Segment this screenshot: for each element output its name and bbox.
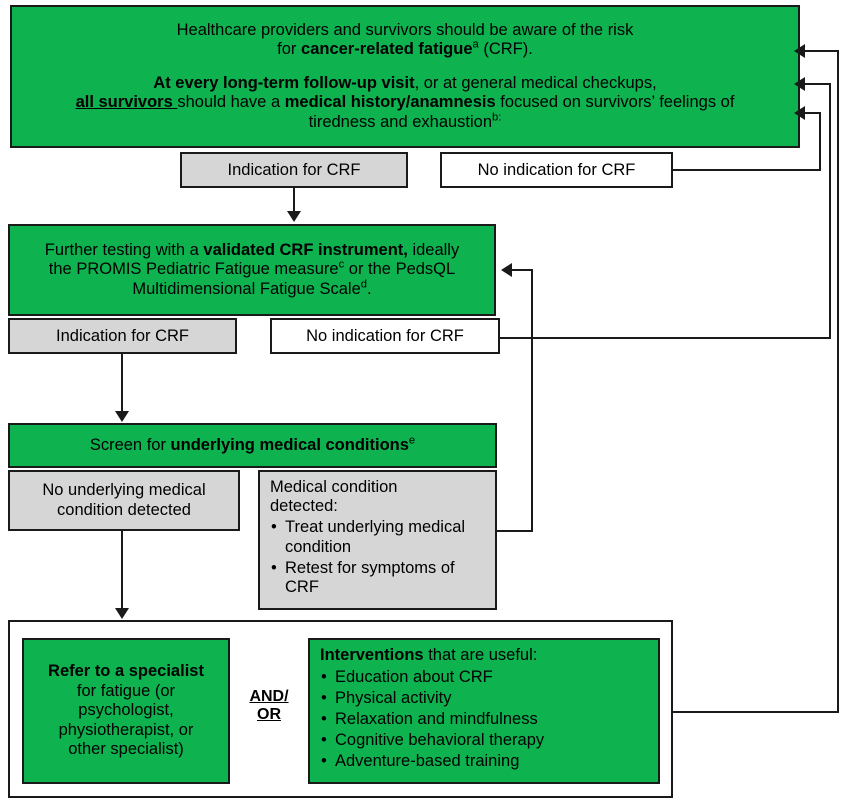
node-indication-for-crf-2: Indication for CRF (8, 318, 237, 354)
arrowhead-left-to-awareness-3 (794, 106, 805, 120)
further-testing-line-1-bold: validated CRF instrument, (203, 240, 408, 259)
connector-noindication2-return (805, 83, 831, 85)
further-testing-footnote-d: d (360, 278, 368, 291)
awareness-line-2-pre: for (277, 40, 302, 59)
node-no-underlying-condition: No underlying medical condition detected (8, 470, 240, 531)
refer-line-5: other specialist) (68, 740, 184, 759)
connector-condition-right-segment (497, 530, 533, 532)
awareness-line-4-bold2: medical history/anamnesis (284, 93, 496, 112)
connector-management-right (673, 711, 839, 713)
arrowhead-down-to-screen (115, 411, 129, 422)
awareness-line-2: for cancer-related fatiguea (CRF). (26, 38, 784, 59)
and-or-line-2-text: OR (257, 706, 281, 724)
node-no-indication-for-crf-1: No indication for CRF (440, 152, 673, 188)
awareness-line-2-post: (CRF). (478, 40, 533, 59)
node-awareness: Healthcare providers and survivors shoul… (10, 5, 800, 148)
node-further-testing: Further testing with a validated CRF ins… (8, 224, 496, 316)
refer-bold-line: Refer to a specialist (32, 662, 220, 681)
connector-noindication2-right (500, 337, 831, 339)
and-or-connector: AND/ OR (238, 688, 300, 725)
arrowhead-down-to-management (115, 608, 129, 619)
node-refer-to-specialist: Refer to a specialist for fatigue (or ps… (22, 638, 230, 784)
awareness-line-2-bold: cancer-related fatigue (301, 40, 473, 59)
no-condition-line-2: condition detected (57, 500, 191, 519)
node-medical-condition-detected: Medical condition detected: Treat underl… (258, 470, 497, 610)
condition-detected-line-1: Medical condition (270, 478, 398, 496)
further-testing-line-2: the PROMIS Pediatric Fatigue measurec or… (20, 258, 484, 279)
no-indication-2-label: No indication for CRF (306, 326, 464, 345)
screen-bold: underlying medical conditions (170, 436, 409, 454)
node-screen-underlying-conditions: Screen for underlying medical conditions… (8, 423, 497, 468)
indication-1-label: Indication for CRF (227, 160, 361, 179)
connector-indication1-to-testing (293, 188, 295, 213)
connector-noindication1-vertical (819, 112, 821, 171)
refer-bold-text: Refer to a specialist (48, 662, 204, 681)
awareness-line-5-text: tiredness and exhaustion (308, 112, 493, 131)
arrowhead-left-to-awareness-1 (794, 44, 805, 58)
node-indication-for-crf-1: Indication for CRF (180, 152, 408, 188)
awareness-line-3: At every long-term follow-up visit, or a… (26, 74, 784, 93)
interventions-bullet-list: Education about CRF Physical activity Re… (320, 667, 648, 772)
further-testing-line-3-text: Multidimensional Fatigue Scale (132, 279, 361, 298)
awareness-line-4-mid: should have a (177, 93, 285, 112)
and-or-line-1: AND/ (238, 688, 300, 706)
awareness-line-3-bold: At every long-term follow-up visit (153, 73, 415, 92)
list-item: Treat underlying medical condition (270, 518, 485, 558)
list-item: Education about CRF (320, 668, 648, 688)
connector-nocondition-to-management (121, 531, 123, 609)
further-testing-footnote-c: c (338, 258, 345, 271)
awareness-footnote-a: a (472, 38, 479, 51)
condition-detected-bullet-list: Treat underlying medical condition Retes… (270, 517, 485, 599)
screen-pre: Screen for (89, 436, 171, 454)
no-condition-line-1: No underlying medical (42, 481, 206, 500)
connector-noindication1-return (805, 112, 821, 114)
awareness-spacer (26, 60, 784, 74)
list-item: Cognitive behavioral therapy (320, 731, 648, 751)
further-testing-line-1: Further testing with a validated CRF ins… (20, 241, 484, 260)
awareness-footnote-b: b: (492, 111, 502, 124)
connector-management-vertical (837, 50, 839, 713)
list-item: Retest for symptoms of CRF (270, 559, 485, 599)
awareness-line-1: Healthcare providers and survivors shoul… (176, 20, 634, 39)
awareness-line-4-post: focused on survivors’ feelings of (495, 93, 735, 112)
node-no-indication-for-crf-2: No indication for CRF (270, 318, 500, 354)
awareness-line-4: all survivors should have a medical hist… (26, 93, 784, 112)
further-testing-line-3: Multidimensional Fatigue Scaled. (20, 278, 484, 299)
awareness-line-3-post: , or at general medical checkups, (414, 73, 657, 92)
arrowhead-left-to-awareness-2 (794, 77, 805, 91)
arrowhead-down-to-testing (287, 211, 301, 222)
further-testing-line-1-post: ideally (407, 240, 460, 259)
awareness-line-5: tiredness and exhaustionb: (26, 111, 784, 132)
further-testing-line-1-pre: Further testing with a (44, 240, 204, 259)
awareness-line-4-bold-underline: all survivors (75, 93, 178, 112)
interventions-heading-bold: Interventions (320, 646, 424, 664)
interventions-heading-rest: that are useful: (423, 646, 538, 664)
connector-condition-vertical-segment (531, 269, 533, 532)
further-testing-line-3-post: . (367, 279, 372, 298)
list-item: Physical activity (320, 689, 648, 709)
node-interventions: Interventions that are useful: Education… (308, 638, 660, 784)
connector-noindication2-vertical (829, 83, 831, 339)
screen-label: Screen for underlying medical conditions… (10, 434, 495, 455)
refer-line-2: for fatigue (or (76, 681, 176, 700)
condition-detected-line-2: detected: (270, 497, 338, 516)
and-or-line-1-text: AND/ (249, 688, 289, 705)
further-testing-line-2-post: or the PedsQL (344, 260, 456, 279)
no-indication-1-label: No indication for CRF (477, 160, 636, 179)
list-item: Adventure-based training (320, 752, 648, 772)
refer-line-3: psychologist, (78, 701, 174, 720)
further-testing-line-2-text: the PROMIS Pediatric Fatigue measure (48, 260, 339, 279)
connector-indication2-to-screen (121, 354, 123, 412)
indication-2-label: Indication for CRF (56, 326, 189, 345)
and-or-line-2: OR (238, 706, 300, 724)
connector-noindication1-right (673, 169, 821, 171)
connector-management-return (805, 50, 839, 52)
list-item: Relaxation and mindfulness (320, 710, 648, 730)
arrowhead-left-to-testing (501, 263, 512, 277)
connector-condition-return-segment (512, 269, 533, 271)
interventions-heading: Interventions that are useful: (320, 646, 648, 665)
refer-line-4: physiotherapist, or (58, 720, 194, 739)
screen-footnote-e: e (408, 434, 416, 447)
